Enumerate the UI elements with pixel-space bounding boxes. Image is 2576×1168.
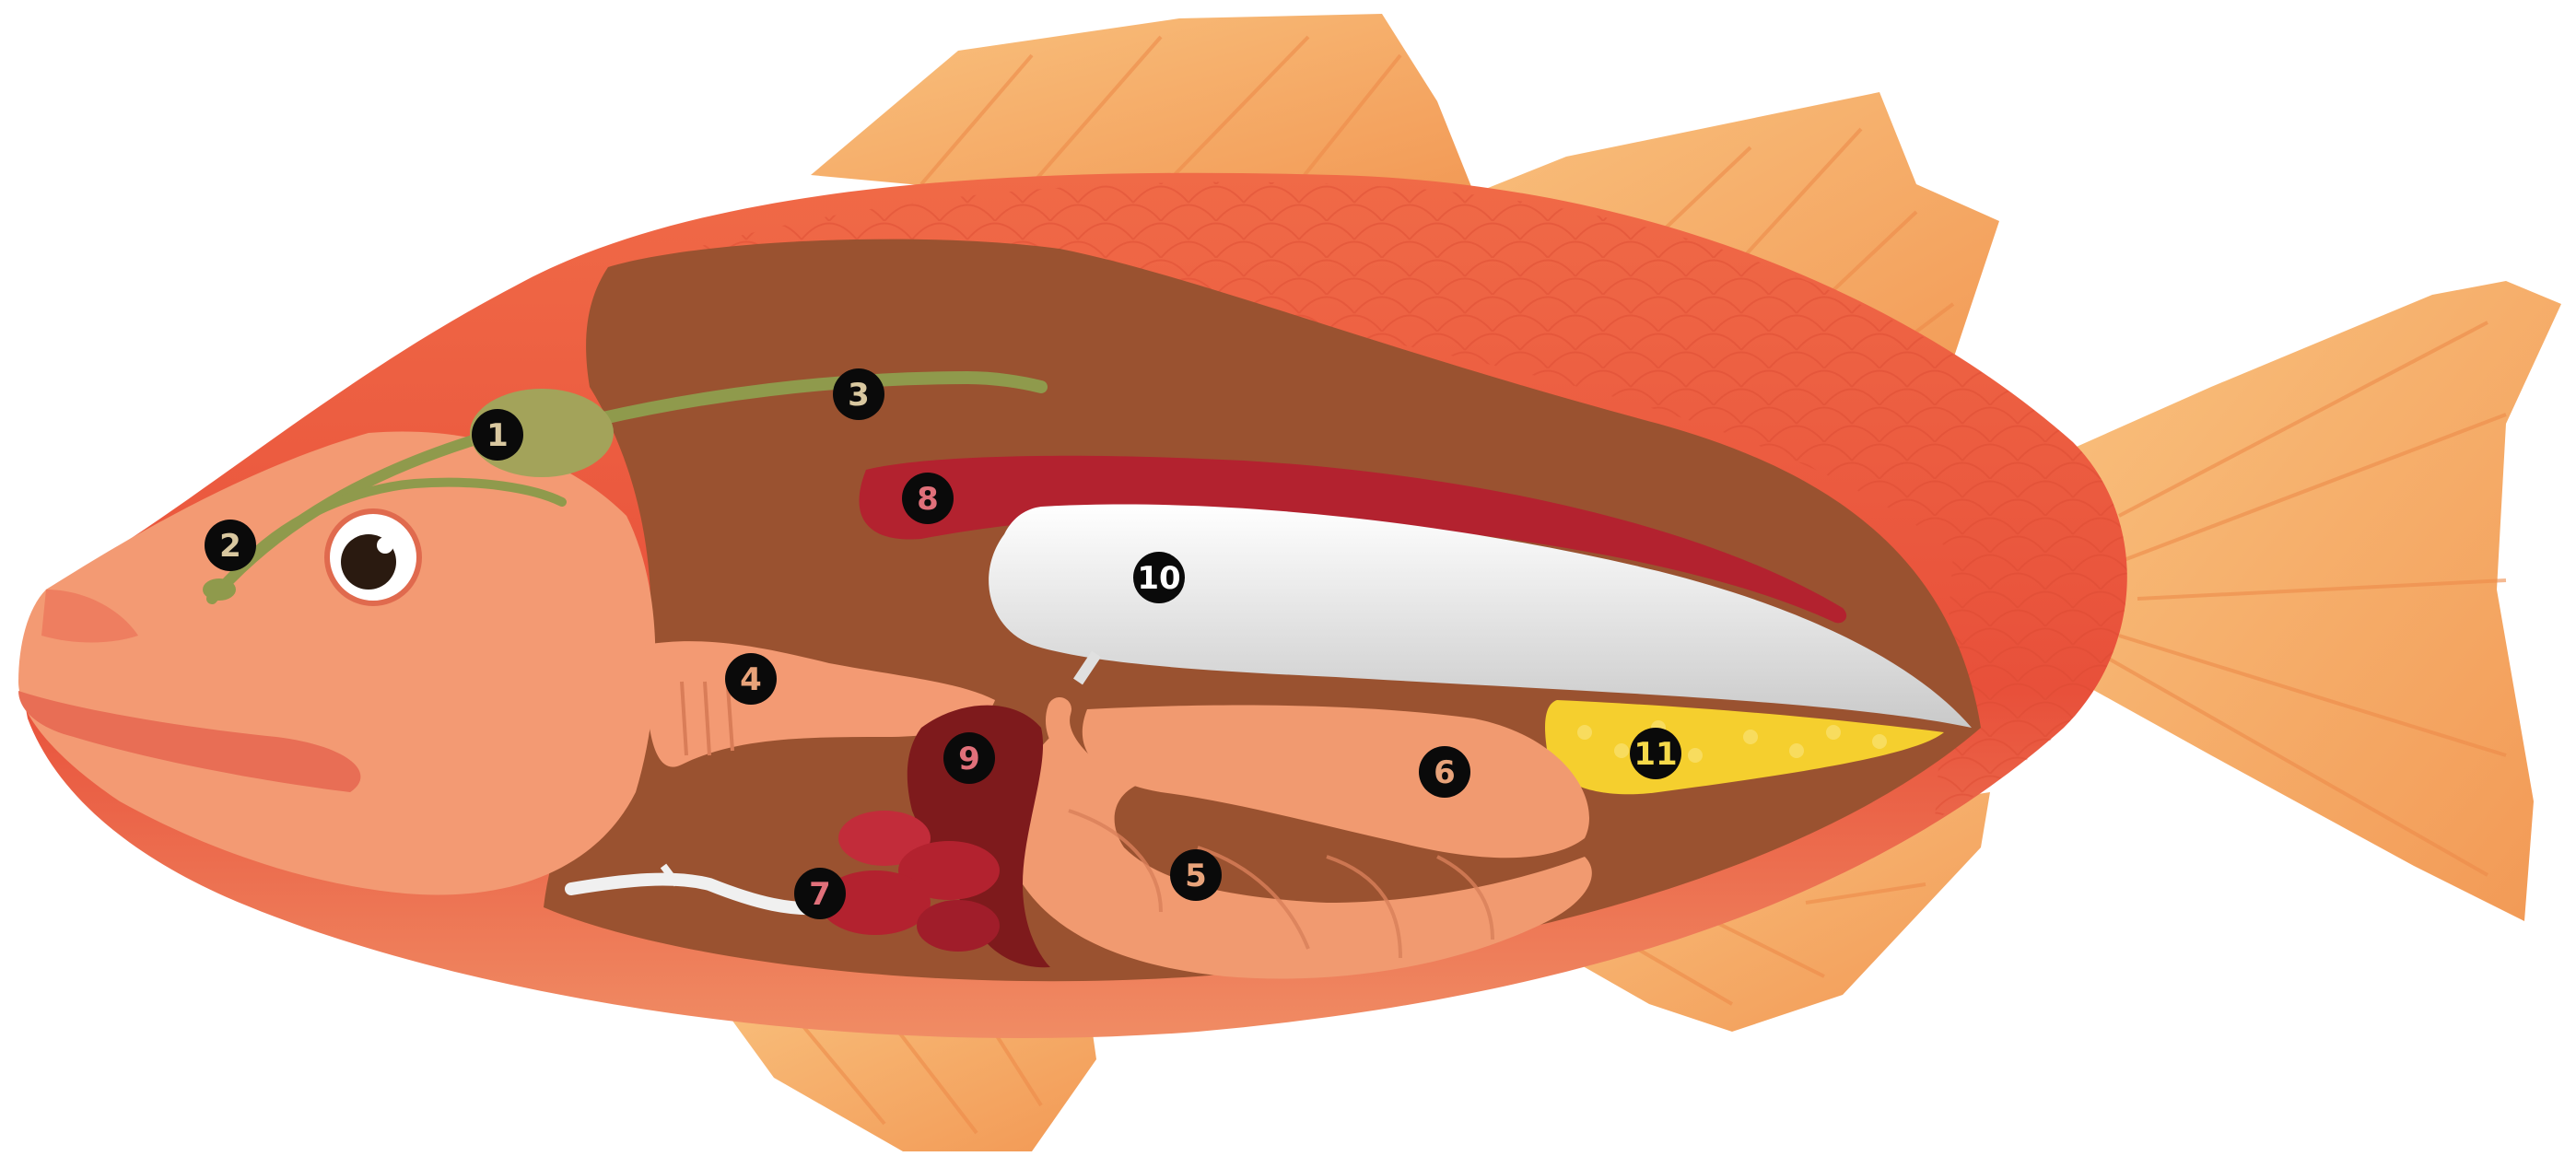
marker-11: 11	[1630, 728, 1681, 779]
marker-number: 8	[917, 481, 939, 518]
marker-number: 9	[958, 741, 980, 777]
marker-9: 9	[943, 732, 995, 784]
marker-5: 5	[1170, 849, 1222, 901]
olfactory-bulb	[203, 578, 236, 601]
marker-number: 4	[740, 661, 762, 698]
marker-10: 10	[1133, 552, 1185, 603]
marker-number: 2	[219, 528, 241, 565]
marker-number: 1	[486, 417, 509, 454]
marker-4: 4	[725, 653, 777, 705]
marker-number: 6	[1434, 754, 1456, 791]
marker-number: 3	[848, 377, 870, 414]
marker-number: 5	[1185, 858, 1207, 894]
marker-8: 8	[902, 473, 954, 524]
marker-2: 2	[205, 520, 256, 571]
marker-1: 1	[472, 409, 523, 461]
marker-number: 7	[809, 876, 831, 913]
marker-number: 11	[1633, 736, 1677, 773]
eye	[327, 511, 419, 603]
marker-3: 3	[833, 368, 884, 420]
dorsal-fin-front	[811, 14, 1474, 198]
marker-7: 7	[794, 868, 846, 919]
marker-number: 10	[1137, 560, 1180, 597]
marker-6: 6	[1419, 746, 1470, 798]
